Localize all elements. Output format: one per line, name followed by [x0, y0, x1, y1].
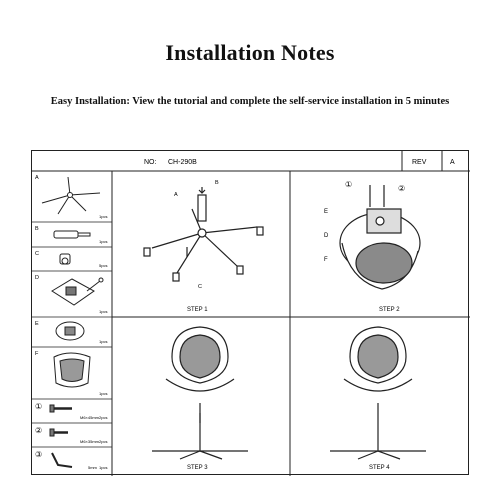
no-label: NO:	[144, 159, 157, 166]
part-qty-b: 1pcs	[99, 239, 107, 244]
part-qty-1: 2pcs	[99, 415, 107, 420]
part-letter-3: ③	[35, 450, 42, 459]
step-3-chair	[152, 326, 248, 460]
step-2-callouts: ① ② E D F	[324, 180, 405, 263]
part-qty-e: 1pcs	[99, 339, 107, 344]
part-spec-2: M6×35mm	[80, 439, 100, 444]
step-2-callout-e: E	[324, 209, 328, 215]
rev-label: REV	[412, 159, 427, 166]
part-letter-b: B	[35, 226, 39, 232]
part-qty-2: 2pcs	[99, 439, 107, 444]
part-qty-f: 1pcs	[99, 391, 107, 396]
step-3-label: STEP 3	[187, 465, 208, 471]
step-1-callouts: A B C	[174, 180, 219, 290]
instruction-drawing: NO: CH-290B REV A A B C D E F ① ② ③ 1pcs…	[32, 151, 470, 476]
step-2-diagram	[339, 185, 421, 290]
allen-key-icon	[51, 452, 73, 468]
step-1-diagram	[143, 187, 264, 282]
step-2-callout-1: ①	[345, 180, 352, 189]
part-letter-e: E	[35, 321, 39, 327]
star-base-icon	[41, 176, 101, 215]
step-1-callout-c: C	[198, 284, 202, 290]
part-letter-d: D	[35, 275, 39, 281]
instruction-sheet: NO: CH-290B REV A A B C D E F ① ② ③ 1pcs…	[31, 150, 470, 476]
gas-cylinder-icon	[53, 230, 91, 239]
part-qty-3: 1pcs	[99, 465, 107, 470]
screw-2-icon	[49, 428, 68, 437]
part-letter-a: A	[35, 175, 39, 181]
part-letter-1: ①	[35, 402, 42, 411]
part-quantities: 1pcs 1pcs 5pcs 1pcs 1pcs 1pcs M6×45mm 2p…	[80, 214, 107, 470]
step-2-callout-2: ②	[398, 184, 405, 193]
rev-value: A	[450, 159, 455, 166]
step-4-label: STEP 4	[369, 465, 390, 471]
part-letters: A B C D E F ① ② ③	[35, 175, 42, 459]
seat-plate-icon	[55, 321, 85, 341]
step-2-callout-f: F	[324, 257, 328, 263]
step-2-label: STEP 2	[379, 307, 400, 313]
part-letter-f: F	[35, 351, 39, 357]
part-letter-2: ②	[35, 426, 42, 435]
step-1-callout-b: B	[215, 180, 219, 186]
step-1-label: STEP 1	[187, 307, 208, 313]
page-subtitle: Easy Installation: View the tutorial and…	[50, 96, 450, 107]
page-title: Installation Notes	[165, 40, 335, 65]
part-qty-a: 1pcs	[99, 214, 107, 219]
part-letter-c: C	[35, 251, 39, 257]
caster-icon	[59, 253, 71, 265]
seat-shell-icon	[53, 352, 91, 388]
part-spec-1: M6×45mm	[80, 415, 100, 420]
model-number: CH-290B	[168, 159, 197, 166]
mechanism-plate-icon	[51, 277, 104, 306]
part-qty-d: 1pcs	[99, 309, 107, 314]
screw-1-icon	[49, 404, 72, 413]
part-spec-3: 5mm	[88, 465, 98, 470]
step-4-chair	[330, 326, 426, 460]
part-qty-c: 5pcs	[99, 263, 107, 268]
step-1-callout-a: A	[174, 192, 178, 198]
step-2-callout-d: D	[324, 233, 329, 239]
